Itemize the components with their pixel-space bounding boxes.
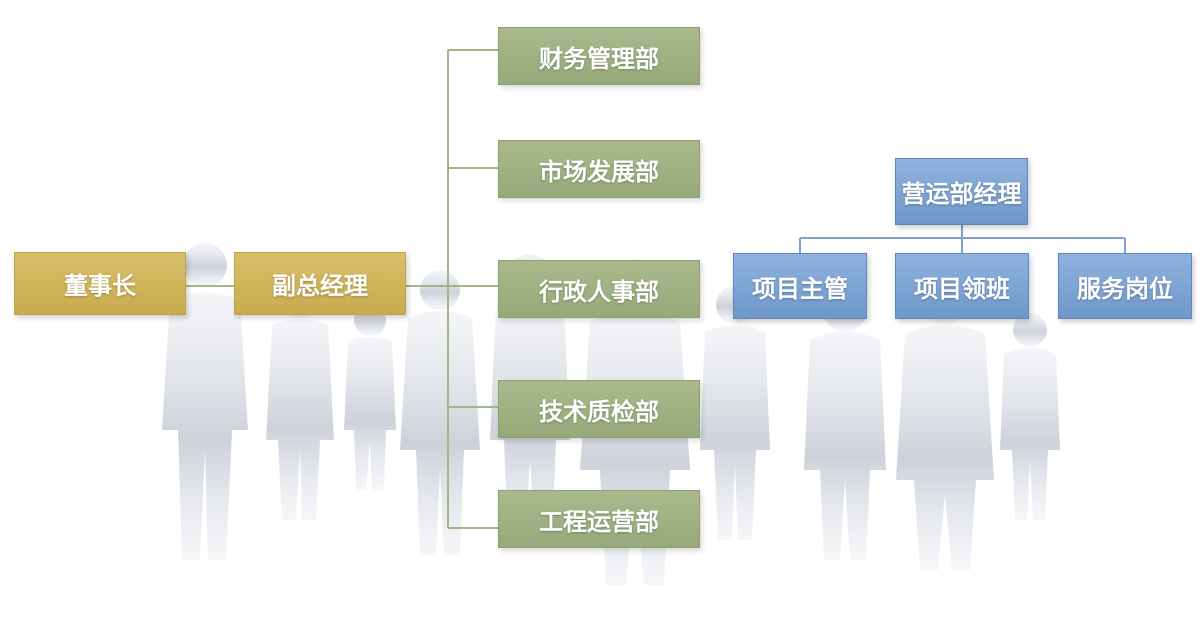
node-dept-market: 市场发展部 bbox=[498, 140, 700, 198]
node-ops-manager: 营运部经理 bbox=[895, 158, 1028, 225]
node-chairman: 董事长 bbox=[14, 252, 186, 315]
node-project-foreman: 项目领班 bbox=[895, 253, 1029, 319]
node-dept-label: 行政人事部 bbox=[539, 277, 659, 306]
node-vice-manager: 副总经理 bbox=[234, 252, 406, 315]
node-dept-tech-qc: 技术质检部 bbox=[498, 380, 700, 438]
node-dept-label: 市场发展部 bbox=[539, 157, 659, 186]
node-service-post: 服务岗位 bbox=[1058, 253, 1192, 319]
node-dept-label: 财务管理部 bbox=[539, 44, 659, 73]
node-dept-label: 技术质检部 bbox=[539, 397, 659, 426]
node-project-supervisor: 项目主管 bbox=[733, 253, 867, 319]
node-vice-manager-label: 副总经理 bbox=[272, 272, 368, 300]
node-ops-child-label: 项目主管 bbox=[752, 274, 848, 303]
node-dept-admin-hr: 行政人事部 bbox=[498, 260, 700, 318]
node-dept-engineering-ops: 工程运营部 bbox=[498, 490, 700, 548]
node-chairman-label: 董事长 bbox=[64, 272, 136, 300]
node-dept-label: 工程运营部 bbox=[539, 507, 659, 536]
node-dept-finance: 财务管理部 bbox=[498, 27, 700, 85]
node-ops-manager-label: 营运部经理 bbox=[901, 180, 1022, 208]
node-ops-child-label: 项目领班 bbox=[914, 274, 1010, 303]
node-ops-child-label: 服务岗位 bbox=[1077, 274, 1173, 303]
